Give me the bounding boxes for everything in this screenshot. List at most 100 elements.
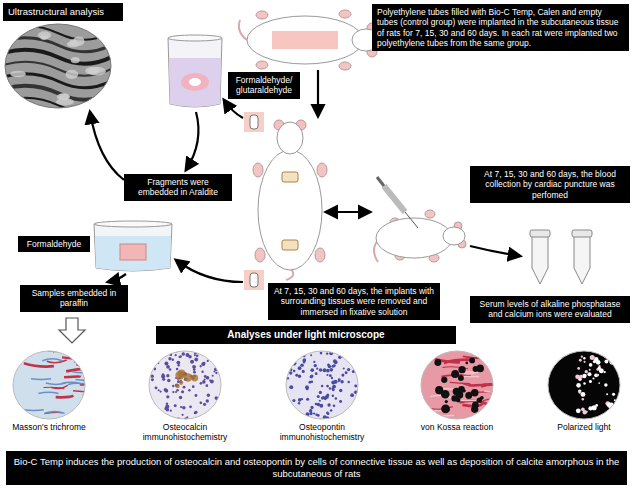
cell-nucleus [193, 371, 196, 374]
cell-nucleus [303, 358, 307, 362]
cell-nucleus [300, 348, 304, 351]
tissue-sample [181, 73, 209, 91]
cell-nucleus [169, 368, 172, 371]
reagent-label: Formaldehyde/ glutaraldehyde [228, 72, 300, 99]
micrograph-caption: von Kossa reaction [400, 422, 514, 432]
fiber [24, 363, 54, 366]
micrograph-shape [538, 348, 630, 422]
calcium-deposit [451, 370, 459, 378]
vesicle [10, 71, 26, 78]
tube [250, 273, 258, 287]
beaker-glass [168, 38, 222, 107]
cell-nucleus [202, 380, 206, 384]
cell-nucleus [214, 359, 217, 362]
calcium-deposit [445, 400, 448, 403]
cell-nucleus [313, 412, 315, 414]
fiber [434, 415, 454, 417]
box-text: At 7, 15, 30 and 60 days, the blood coll… [475, 169, 625, 200]
cell-nucleus [284, 405, 287, 408]
cell-nucleus [326, 352, 328, 354]
process-arrow [326, 211, 370, 213]
cell-nucleus [168, 357, 171, 360]
immunostaining [175, 371, 184, 380]
birefringent-crystal [589, 380, 592, 383]
process-box: Fragments were embedded in Araldite [124, 174, 232, 201]
cell-nucleus [180, 406, 182, 408]
shaved-area [272, 31, 338, 49]
micrograph-node: Osteocalcin immunohistochemistry [122, 348, 248, 442]
micrograph-outline [548, 351, 620, 419]
cell-nucleus [206, 399, 209, 402]
box-text: Formaldehyde [23, 239, 85, 249]
process-box: At 7, 15, 30 and 60 days, the blood coll… [470, 166, 630, 203]
calcium-deposit [469, 358, 475, 364]
cell-nucleus [194, 354, 196, 356]
micrograph-image [3, 348, 95, 422]
process-box: At 7, 15, 30 and 60 days, the implants w… [268, 283, 440, 320]
birefringent-crystal [578, 391, 581, 394]
cell-nucleus [332, 387, 335, 390]
cell-nucleus [352, 360, 354, 362]
beaker-rim [94, 221, 172, 227]
cell-nucleus [309, 409, 312, 412]
fiber [45, 412, 65, 414]
cell-nucleus [327, 403, 330, 406]
cell-nucleus [214, 417, 217, 420]
cell-nucleus [326, 374, 328, 376]
process-arrow [470, 246, 520, 256]
calcium-deposit [471, 406, 478, 413]
cell-nucleus [149, 366, 151, 368]
cell-nucleus [331, 381, 335, 385]
birefringent-crystal [604, 371, 606, 373]
cell-nucleus [332, 395, 334, 397]
calcium-deposit [434, 359, 441, 366]
process-arrow [224, 100, 243, 118]
birefringent-crystal [598, 382, 600, 384]
fiber [80, 384, 95, 386]
cell-nucleus [291, 417, 293, 419]
cell-nucleus [151, 378, 154, 381]
fiber [46, 383, 66, 384]
cell-nucleus [200, 365, 202, 367]
cell-nucleus [177, 364, 179, 366]
implanted-tube [282, 172, 298, 182]
cell-nucleus [208, 350, 212, 354]
cell-nucleus [345, 371, 348, 374]
cell-nucleus [297, 348, 299, 350]
box-text: Serum levels of alkaline phosphatase and… [475, 299, 625, 320]
micrograph-node: Masson's trichrome [3, 348, 95, 432]
box-text: Analyses under light microscope [161, 329, 451, 341]
birefringent-crystal [582, 398, 584, 400]
cell-nucleus [291, 358, 294, 361]
cell-nucleus [286, 418, 289, 421]
cell-nucleus [310, 354, 312, 356]
cell-nucleus [299, 348, 302, 351]
cell-nucleus [149, 365, 152, 368]
birefringent-crystal [610, 359, 612, 361]
process-arrow [186, 112, 198, 170]
beaker-rim [168, 35, 222, 41]
cell-nucleus [338, 380, 340, 382]
box-text: Bio-C Temp induces the production of ost… [11, 456, 622, 479]
cell-nucleus [350, 393, 354, 397]
cell-nucleus [174, 404, 177, 407]
cell-nucleus [182, 352, 186, 356]
birefringent-crystal [606, 393, 608, 395]
cell-nucleus [354, 410, 358, 414]
rat-head [277, 122, 303, 154]
fiber [483, 398, 506, 401]
micrograph-shape [259, 348, 385, 422]
implanted-tube [282, 240, 298, 250]
birefringent-crystal [599, 368, 603, 372]
fiber [47, 360, 67, 363]
fixative-liquid [169, 58, 221, 107]
cell-nucleus [310, 368, 314, 372]
cell-nucleus [356, 354, 359, 357]
cell-nucleus [329, 374, 332, 377]
syringe-plunger [377, 177, 384, 186]
process-box: Samples embedded in paraffin [20, 285, 128, 312]
birefringent-crystal [576, 383, 581, 388]
process-arrow [108, 274, 126, 282]
cell-nucleus [285, 408, 288, 411]
